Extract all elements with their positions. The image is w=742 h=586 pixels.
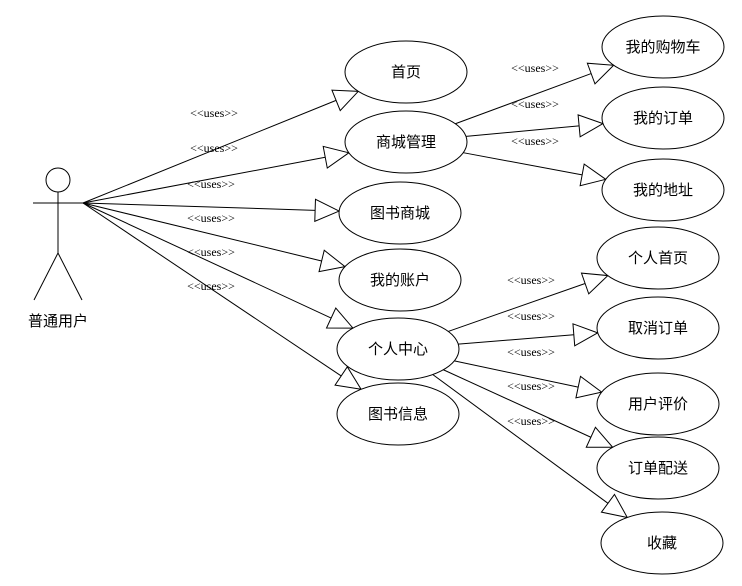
use-case-my-account: 我的账户 bbox=[338, 248, 462, 312]
arrowhead-my-cart bbox=[586, 62, 615, 85]
actor-user: 普通用户 bbox=[28, 167, 88, 330]
edge-actor-to-book-info bbox=[82, 202, 342, 377]
use-case-ellipse bbox=[601, 86, 725, 150]
use-case-ellipse bbox=[344, 40, 468, 104]
use-case-label: 我的购物车 bbox=[625, 38, 700, 56]
edge-actor-to-book-mall bbox=[82, 202, 316, 211]
uses-label: <<uses>> bbox=[511, 97, 559, 111]
use-case-favorites: 收藏 bbox=[600, 511, 724, 575]
use-case-user-review: 用户评价 bbox=[596, 372, 720, 436]
use-case-ellipse bbox=[596, 226, 720, 290]
use-case-book-mall: 图书商城 bbox=[338, 181, 462, 245]
use-case-order-delivery: 订单配送 bbox=[596, 436, 720, 500]
use-case-label: 个人首页 bbox=[628, 249, 688, 267]
uses-label: <<uses>> bbox=[507, 414, 555, 428]
use-case-personal-center: 个人中心 bbox=[336, 317, 460, 381]
uses-label: <<uses>> bbox=[190, 141, 238, 155]
edge-personal-center-to-favorites bbox=[432, 374, 609, 504]
use-case-ellipse bbox=[338, 248, 462, 312]
use-case-label: 图书商城 bbox=[370, 204, 430, 222]
uses-label: <<uses>> bbox=[507, 345, 555, 359]
arrowhead-favorites bbox=[600, 493, 629, 519]
arrowhead-mall-manage bbox=[322, 145, 350, 169]
uses-label: <<uses>> bbox=[187, 245, 235, 259]
uses-label: <<uses>> bbox=[187, 279, 235, 293]
use-case-ellipse bbox=[336, 382, 460, 446]
edge-actor-to-mall-manage bbox=[82, 156, 326, 204]
arrowhead-user-review bbox=[575, 375, 603, 399]
arrowhead-personal-home bbox=[580, 272, 609, 295]
use-case-my-cart: 我的购物车 bbox=[601, 15, 725, 79]
uses-label: <<uses>> bbox=[511, 134, 559, 148]
use-case-ellipse bbox=[601, 15, 725, 79]
use-case-label: 我的地址 bbox=[633, 181, 693, 199]
use-case-label: 个人中心 bbox=[368, 340, 428, 358]
use-case-label: 我的订单 bbox=[633, 109, 693, 127]
edge-label-layer: <<uses>> <<uses>> <<uses>> <<uses>> <<uses>>… bbox=[187, 61, 559, 428]
use-case-label: 商城管理 bbox=[376, 133, 436, 151]
use-case-label: 取消订单 bbox=[628, 319, 688, 337]
uses-label: <<uses>> bbox=[507, 273, 555, 287]
use-case-ellipse bbox=[336, 317, 460, 381]
use-case-ellipse bbox=[596, 436, 720, 500]
actor-left-leg bbox=[33, 252, 59, 301]
arrowhead-book-info bbox=[334, 365, 363, 390]
use-case-mall-manage: 商城管理 bbox=[344, 110, 468, 174]
use-case-cancel-order: 取消订单 bbox=[596, 296, 720, 360]
edge-mall-manage-to-my-address bbox=[463, 152, 583, 176]
edge-actor-to-my-account bbox=[82, 202, 322, 262]
use-case-book-info: 图书信息 bbox=[336, 382, 460, 446]
use-case-ellipse bbox=[344, 110, 468, 174]
use-case-ellipse bbox=[596, 372, 720, 436]
actor-label: 普通用户 bbox=[28, 312, 88, 330]
uses-label: <<uses>> bbox=[190, 106, 238, 120]
edge-layer bbox=[82, 62, 629, 519]
edge-actor-to-home bbox=[82, 99, 337, 204]
arrowhead-order-delivery bbox=[585, 426, 614, 448]
uses-label: <<uses>> bbox=[507, 309, 555, 323]
use-case-label: 订单配送 bbox=[628, 459, 688, 477]
use-case-home: 首页 bbox=[344, 40, 468, 104]
uses-label: <<uses>> bbox=[507, 379, 555, 393]
actor-head bbox=[45, 167, 71, 193]
edge-mall-manage-to-my-cart bbox=[455, 73, 592, 125]
use-case-label: 首页 bbox=[391, 63, 421, 81]
edge-personal-center-to-cancel-order bbox=[458, 334, 574, 345]
arrowhead-my-account bbox=[318, 249, 347, 273]
use-case-my-address: 我的地址 bbox=[601, 158, 725, 222]
use-case-label: 收藏 bbox=[647, 534, 677, 552]
use-case-my-orders: 我的订单 bbox=[601, 86, 725, 150]
edge-personal-center-to-personal-home bbox=[448, 283, 586, 332]
edge-personal-center-to-order-delivery bbox=[443, 369, 592, 438]
use-case-personal-home: 个人首页 bbox=[596, 226, 720, 290]
use-case-label: 图书信息 bbox=[368, 405, 428, 423]
actor-right-leg bbox=[57, 252, 83, 301]
use-case-ellipse bbox=[600, 511, 724, 575]
use-case-ellipse bbox=[338, 181, 462, 245]
edge-actor-to-personal-center bbox=[82, 202, 332, 319]
uses-label: <<uses>> bbox=[187, 177, 235, 191]
edge-mall-manage-to-my-orders bbox=[465, 125, 580, 137]
edge-personal-center-to-user-review bbox=[454, 360, 579, 388]
arrowhead-my-orders bbox=[577, 114, 605, 138]
use-case-label: 用户评价 bbox=[628, 395, 688, 413]
arrowhead-cancel-order bbox=[572, 323, 599, 347]
use-case-label: 我的账户 bbox=[370, 271, 430, 289]
arrowhead-book-mall bbox=[314, 198, 341, 223]
uses-label: <<uses>> bbox=[511, 61, 559, 75]
use-case-ellipse bbox=[596, 296, 720, 360]
uses-label: <<uses>> bbox=[187, 211, 235, 225]
arrowhead-my-address bbox=[579, 163, 607, 187]
arrowhead-personal-center bbox=[325, 307, 355, 329]
use-case-ellipse bbox=[601, 158, 725, 222]
arrowhead-home bbox=[331, 89, 360, 112]
